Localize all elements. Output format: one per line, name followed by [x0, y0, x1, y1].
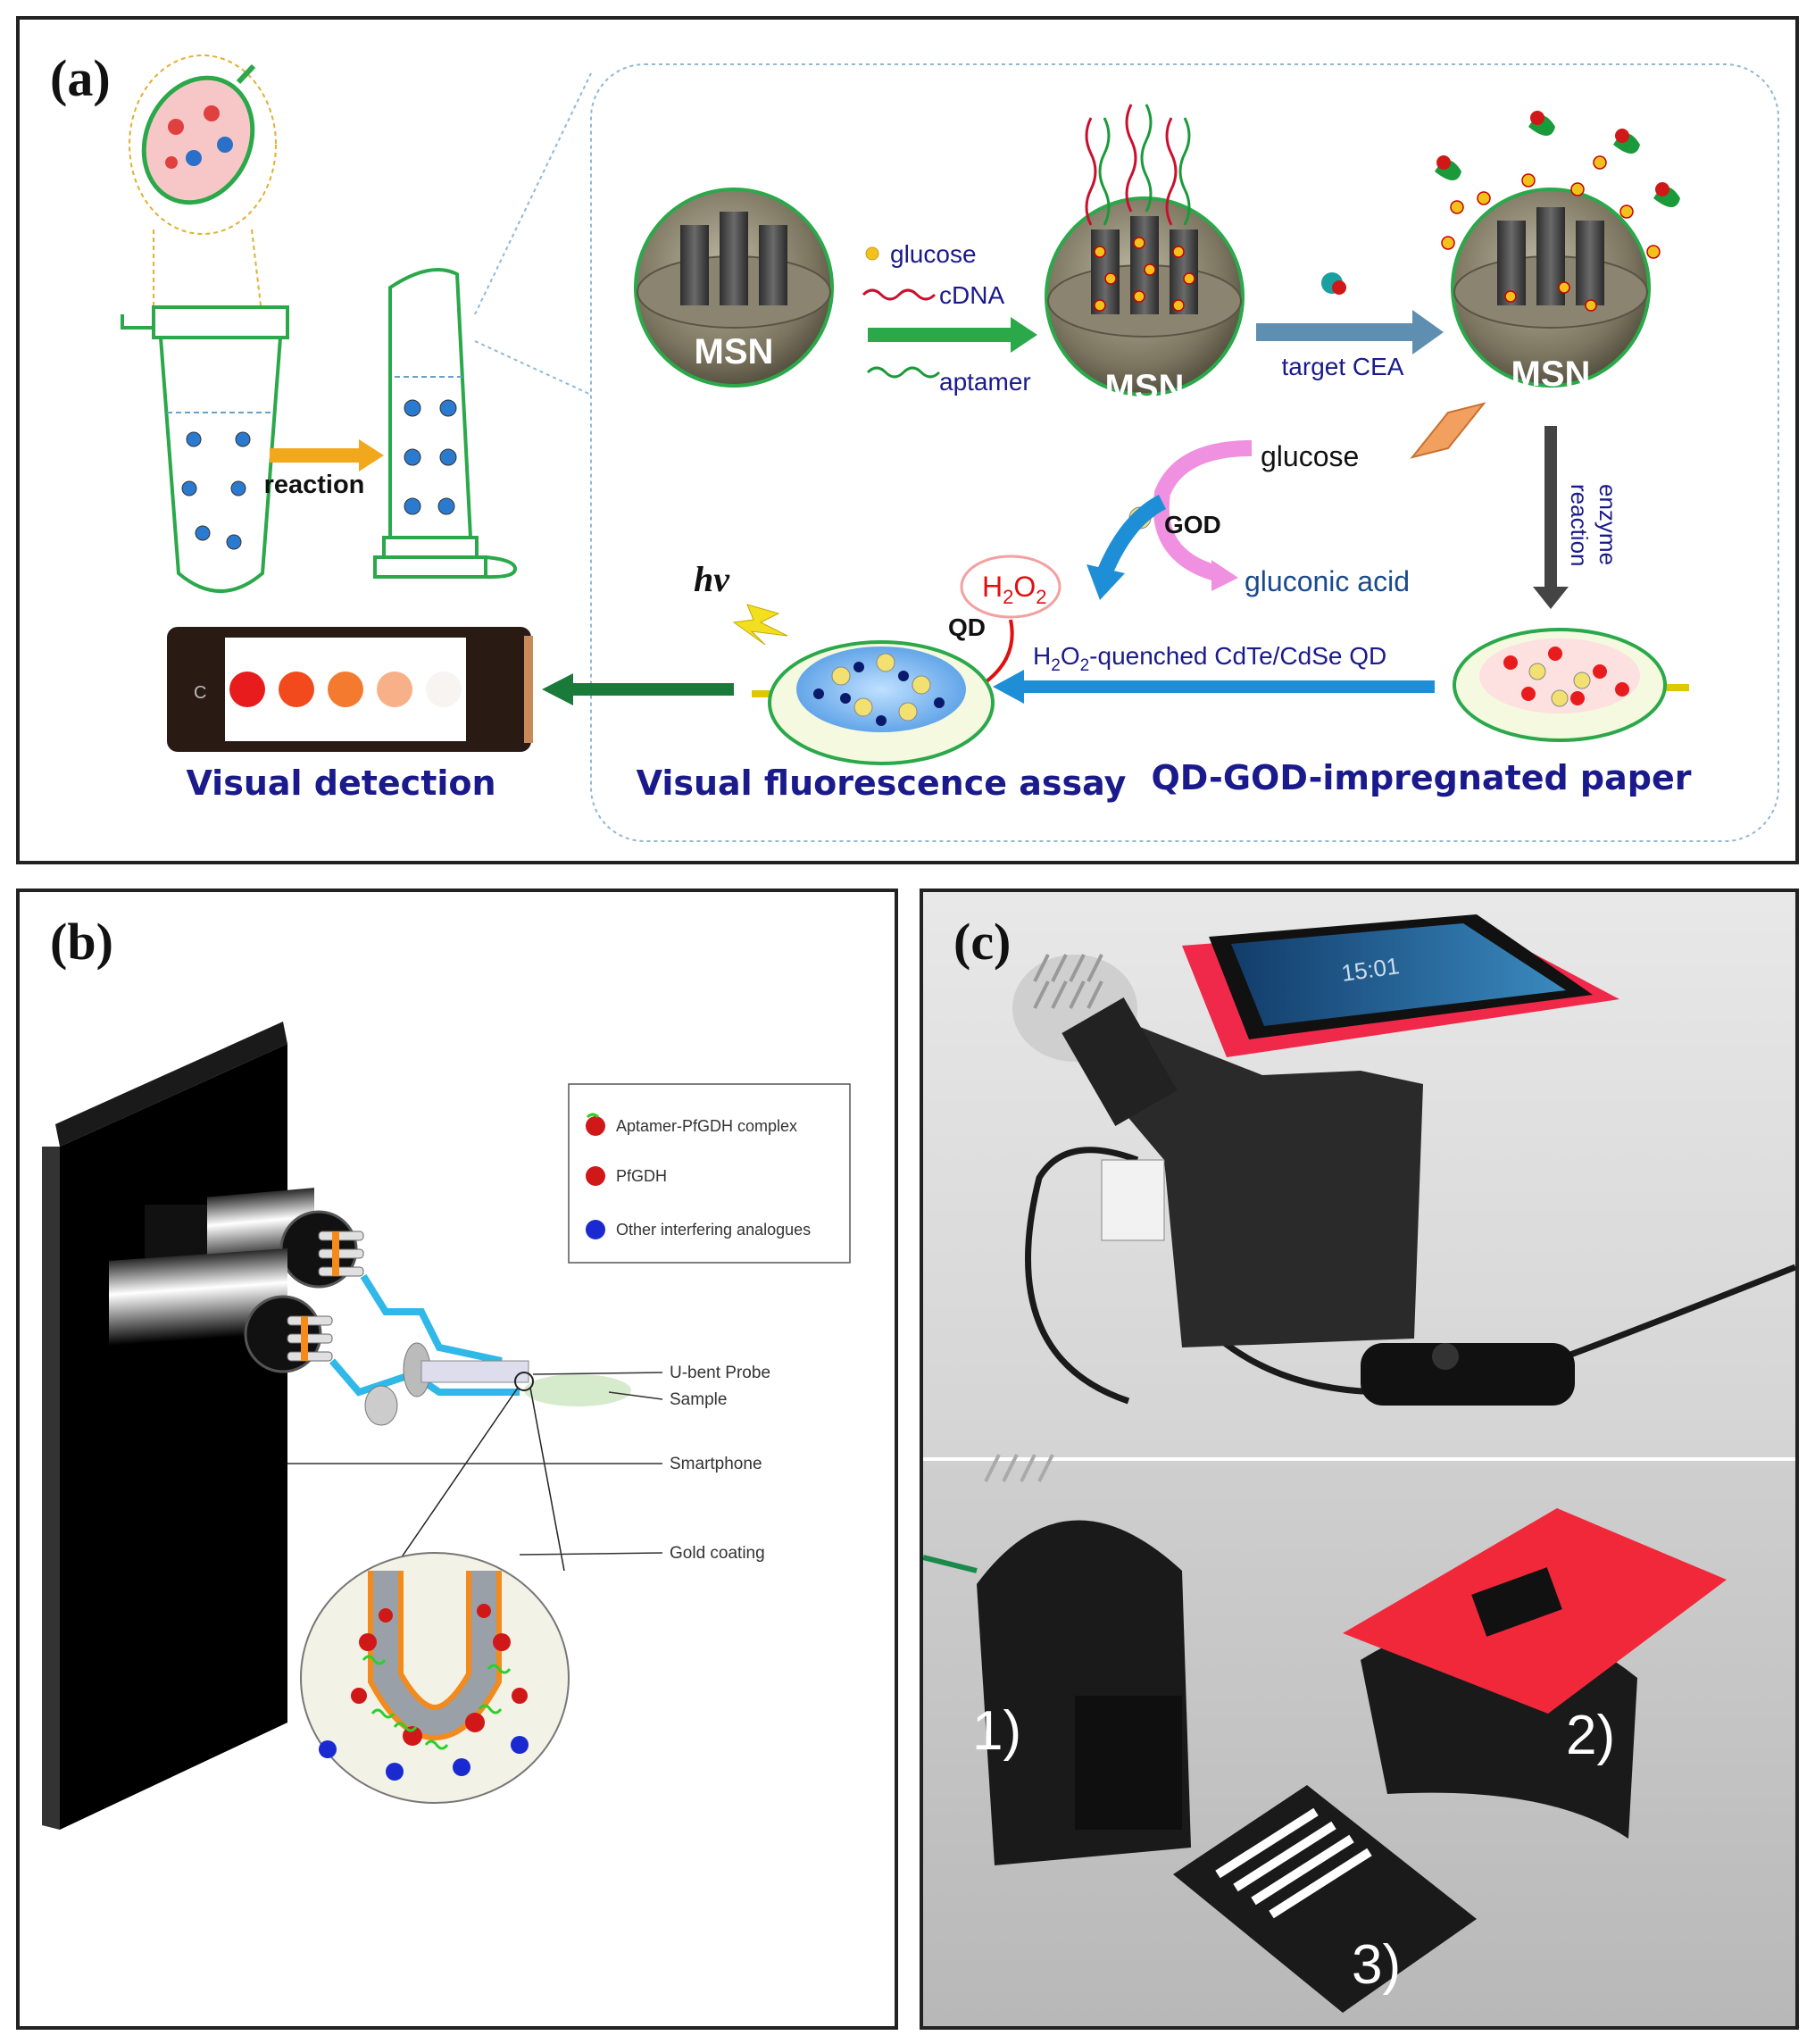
- phone-display: C: [167, 627, 533, 752]
- reaction-arrow: [270, 439, 384, 471]
- glucose-release-diamond: [1410, 402, 1486, 459]
- enzyme-reaction-label-1: enzyme: [1594, 484, 1621, 565]
- legend-aptamer: aptamer: [939, 368, 1031, 396]
- sample-droplet: [524, 1374, 631, 1406]
- panel-b-label: (b): [50, 913, 113, 971]
- part-1-hood: [922, 1454, 1191, 1865]
- enzyme-reaction-label-2: reaction: [1566, 484, 1593, 567]
- h2o2-label: H2O2: [982, 571, 1047, 608]
- part-3-label: 3): [1352, 1934, 1401, 1996]
- zoom-bubble: [129, 54, 277, 306]
- quench-arrow: [993, 670, 1435, 704]
- part-3-card: [1173, 1785, 1477, 2013]
- color-dot-1: [229, 672, 265, 707]
- callout-gold-coating: Gold coating: [670, 1544, 765, 1563]
- probe-holder: [364, 1342, 529, 1426]
- scheme-dashed-frame: [590, 63, 1779, 842]
- glucose-out-label: glucose: [1261, 440, 1359, 472]
- part-2-holder: [1343, 1508, 1727, 1839]
- device-body: [1115, 1017, 1423, 1347]
- svg-text:Other interfering analogues: Other interfering analogues: [616, 1221, 811, 1239]
- white-module: [1101, 1159, 1165, 1241]
- legend-item-aptamer-complex: Aptamer-PfGDH complex: [586, 1113, 797, 1136]
- msn-sphere-2: MSN: [1045, 104, 1245, 407]
- msn-label-2: MSN: [1105, 368, 1185, 407]
- qd-label: QD: [948, 613, 986, 641]
- panel-a-label: (a): [50, 49, 111, 107]
- tube-before: [121, 305, 289, 593]
- legend-box: Aptamer-PfGDH complex PfGDH Other interf…: [568, 1083, 851, 1264]
- optical-fibers: [287, 1231, 364, 1362]
- svg-text:PfGDH: PfGDH: [616, 1167, 667, 1185]
- msn-arrow-blue: [1256, 310, 1444, 355]
- visual-detection-caption: Visual detection: [186, 763, 495, 803]
- msn-label-1: MSN: [695, 332, 774, 371]
- color-dot-2: [279, 672, 314, 707]
- panel-c-photo: 15:01 1): [922, 892, 1797, 2026]
- gluconic-arrow: [1153, 440, 1253, 581]
- qd-god-paper-caption: QD-GOD-impregnated paper: [1152, 758, 1692, 797]
- target-cea-label: target CEA: [1282, 353, 1404, 380]
- panel-b: U-bent Probe Sample Smartphone Gold coat…: [16, 889, 898, 2030]
- hv-label: hv: [694, 559, 730, 599]
- smartphone-body: [55, 1022, 287, 1147]
- phone-c-mark: C: [194, 683, 206, 703]
- msn-label-3: MSN: [1511, 355, 1591, 394]
- visual-fluorescence-caption: Visual fluorescence assay: [637, 763, 1127, 803]
- gluconic-acid-label: gluconic acid: [1245, 565, 1410, 597]
- color-dot-4: [377, 672, 412, 707]
- tube-after: [373, 268, 518, 580]
- panel-a-diagram: reaction C Visual detectio: [121, 54, 1779, 842]
- aptamer-legend-line: [866, 366, 941, 379]
- h2o2-arrow: [1096, 494, 1167, 577]
- part-2-label: 2): [1566, 1705, 1615, 1766]
- detection-arrow: [542, 673, 734, 705]
- callout-smartphone: Smartphone: [670, 1455, 762, 1473]
- qd-god-paper: [1453, 628, 1689, 742]
- color-dot-5: [426, 672, 462, 707]
- legend-cdna: cDNA: [939, 281, 1004, 309]
- glucose-legend-dot: [865, 246, 879, 261]
- fluorescence-paper: [752, 640, 995, 765]
- callout-u-bent-probe: U-bent Probe: [670, 1364, 770, 1382]
- lightning-icon: [732, 604, 788, 646]
- callout-sample: Sample: [670, 1390, 727, 1409]
- msn-sphere-1: MSN: [634, 188, 834, 388]
- target-cea-icon: [1321, 272, 1346, 295]
- cdna-legend-line: [862, 288, 937, 301]
- msn-arrow-green: [868, 317, 1037, 353]
- god-label: GOD: [1164, 511, 1221, 538]
- h2o2-bubble: [960, 555, 1062, 619]
- probe-zoom-circle: [300, 1552, 570, 1804]
- panel-c-label: (c): [953, 913, 1012, 971]
- panel-c: 15:01 1): [920, 889, 1799, 2030]
- msn-sphere-3: MSN: [1435, 111, 1680, 394]
- panel-a: reaction C Visual detectio: [16, 16, 1799, 864]
- enzyme-reaction-arrow: [1533, 426, 1569, 609]
- quench-label: H2O2-quenched CdTe/CdSe QD: [1033, 642, 1386, 675]
- fiber-array: [1012, 954, 1178, 1126]
- legend-item-pfgdh: PfGDH: [586, 1166, 667, 1186]
- svg-text:Aptamer-PfGDH complex: Aptamer-PfGDH complex: [616, 1117, 797, 1135]
- inline-switch: [1361, 1343, 1575, 1406]
- part-1-label: 1): [972, 1700, 1021, 1762]
- reaction-label: reaction: [264, 471, 365, 499]
- panel-b-diagram: U-bent Probe Sample Smartphone Gold coat…: [42, 1022, 851, 1830]
- smartphone-screen: [1231, 923, 1566, 1026]
- color-dot-3: [328, 672, 363, 707]
- u-bent-tip: [514, 1372, 534, 1391]
- legend-item-interfering: Other interfering analogues: [586, 1220, 811, 1239]
- legend-glucose: glucose: [890, 240, 977, 268]
